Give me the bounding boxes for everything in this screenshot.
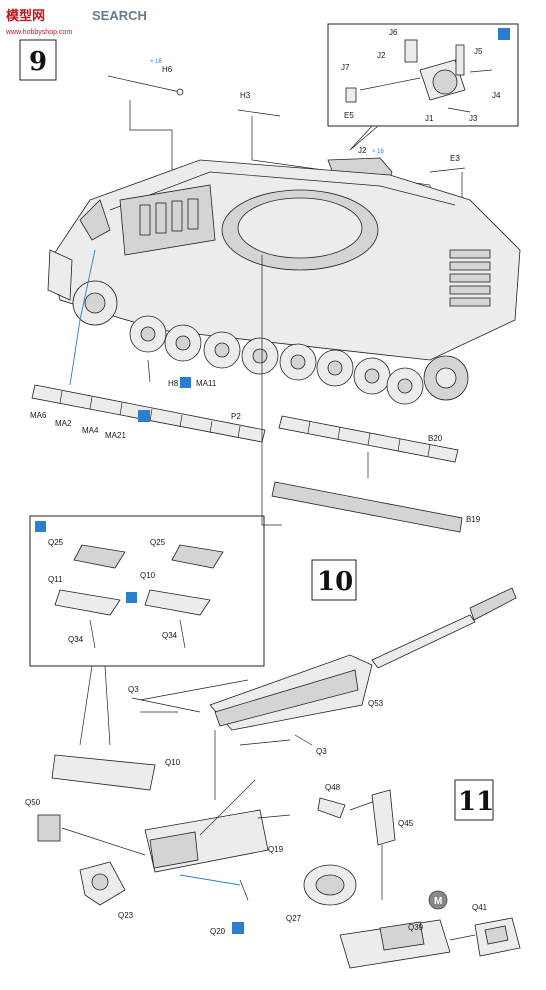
label-q45: Q45 xyxy=(398,819,414,828)
glue-icon-2 xyxy=(232,922,244,934)
metal-letter: M xyxy=(434,896,442,907)
step-9-number: 9 xyxy=(29,47,47,77)
label-h8: H8 xyxy=(168,379,179,388)
label-q34-a: Q34 xyxy=(68,635,84,644)
label-j2: J2 xyxy=(377,51,386,60)
pair-icon xyxy=(138,410,150,422)
label-q27: Q27 xyxy=(286,914,302,923)
label-ma11: MA11 xyxy=(196,379,217,388)
label-q11: Q11 xyxy=(48,575,63,584)
label-q39: Q39 xyxy=(408,923,424,932)
tweezers-icon xyxy=(498,28,510,40)
part-h8: H8 MA11 xyxy=(147,359,217,388)
label-p2: P2 xyxy=(231,412,241,421)
gun-assembly: Q3 Q53 Q3 xyxy=(128,587,517,756)
label-q53: Q53 xyxy=(368,699,384,708)
label-ma4: MA4 xyxy=(82,426,99,435)
watermark: 模型网 SEARCH www.hobbyshop.com xyxy=(5,8,147,36)
track-strip-ma: MA6 MA2 MA4 MA21 P2 xyxy=(30,384,266,443)
label-j4: J4 xyxy=(492,91,501,100)
part-q23: Q23 xyxy=(79,861,134,920)
label-b19: B19 xyxy=(466,515,481,524)
track-strip-b: B20 B19 xyxy=(261,255,481,533)
label-q3-a: Q3 xyxy=(128,685,139,694)
label-q19: Q19 xyxy=(268,845,284,854)
part-q20: Q20 xyxy=(179,874,249,936)
mount-base: Q10 Q19 xyxy=(51,730,291,873)
pair-icon-2 xyxy=(126,592,137,603)
step-11-box xyxy=(454,779,494,821)
label-b20: B20 xyxy=(428,434,443,443)
label-j3: J3 xyxy=(469,114,478,123)
part-q50: Q50 xyxy=(25,798,146,856)
glue-icon xyxy=(180,377,191,388)
label-q10-b: Q10 xyxy=(165,758,181,767)
label-e3: E3 xyxy=(450,154,460,163)
step-9-box xyxy=(19,39,57,81)
tweezers-icon-2 xyxy=(35,521,46,532)
watermark-search: SEARCH xyxy=(92,8,147,23)
step-11-number: 11 xyxy=(458,787,494,817)
j2-quantity: × 16 xyxy=(372,149,385,155)
label-j1: J1 xyxy=(425,114,434,123)
h6-quantity: × 16 xyxy=(150,59,163,65)
part-q41: Q41 xyxy=(472,903,521,957)
label-j2-small: J2 xyxy=(358,146,367,155)
label-q3-b: Q3 xyxy=(316,747,327,756)
part-q39: Q39 xyxy=(339,919,476,969)
label-e5: E5 xyxy=(344,111,354,120)
inset-detail-top: J6 J2 J5 J7 J4 E5 J1 J3 xyxy=(327,23,519,151)
label-q25-b: Q25 xyxy=(150,538,166,547)
label-q41: Q41 xyxy=(472,903,488,912)
label-j7: J7 xyxy=(341,63,350,72)
label-h3: H3 xyxy=(240,91,251,100)
road-wheels xyxy=(72,280,469,405)
label-q23: Q23 xyxy=(118,911,134,920)
label-q34-b: Q34 xyxy=(162,631,178,640)
label-q25-a: Q25 xyxy=(48,538,64,547)
label-q48: Q48 xyxy=(325,783,341,792)
rear-track-links xyxy=(449,249,491,307)
metal-part-badge: M xyxy=(428,890,448,910)
step-10-box xyxy=(311,559,357,601)
inset-detail-mid: Q25 Q25 Q11 Q10 Q34 Q34 xyxy=(29,515,265,746)
watermark-url: www.hobbyshop.com xyxy=(5,29,72,36)
engine-deck-grills xyxy=(139,198,199,236)
watermark-brand: 模型网 xyxy=(6,8,45,23)
label-ma21: MA21 xyxy=(105,431,126,440)
assembly-arrow-blue xyxy=(69,249,96,386)
tank-hull xyxy=(47,159,521,361)
label-j5: J5 xyxy=(474,47,483,56)
part-q27: Q27 xyxy=(286,864,357,923)
label-q20: Q20 xyxy=(210,927,226,936)
part-q48-q45: Q48 Q45 xyxy=(317,783,414,900)
label-q50: Q50 xyxy=(25,798,41,807)
label-j6: J6 xyxy=(389,28,398,37)
label-ma6: MA6 xyxy=(30,411,47,420)
step-10-number: 10 xyxy=(317,567,353,597)
label-h6: H6 xyxy=(162,65,173,74)
metal-part-icon xyxy=(428,890,448,910)
label-ma2: MA2 xyxy=(55,419,72,428)
label-q10-a: Q10 xyxy=(140,571,156,580)
